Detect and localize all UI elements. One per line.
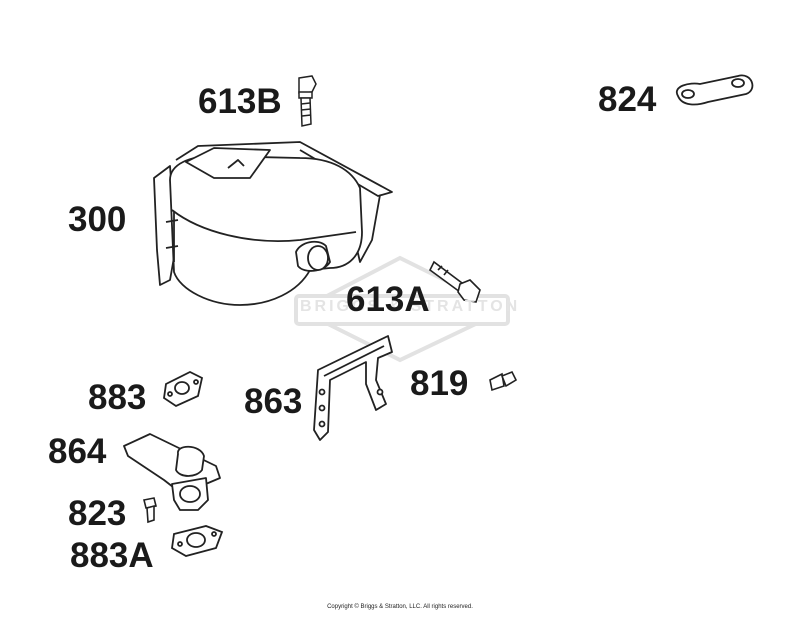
label-613b: 613B (198, 82, 282, 121)
label-823: 823 (68, 494, 127, 533)
label-883a: 883A (70, 536, 154, 575)
bolt-613b (298, 75, 317, 127)
watermark-text: BRIGGS & STRATTON (300, 298, 521, 315)
screw-823 (143, 497, 157, 524)
label-300: 300 (68, 200, 127, 239)
label-883: 883 (88, 378, 147, 417)
gasket-883a (171, 525, 224, 557)
brand-watermark-logo (294, 255, 510, 363)
screw-819 (489, 370, 518, 392)
bracket-863 (313, 335, 393, 441)
deflector-864 (123, 433, 221, 511)
copyright-notice: Copyright © Briggs & Stratton, LLC. All … (327, 604, 473, 610)
label-819: 819 (410, 364, 469, 403)
muffler-300 (153, 141, 393, 306)
label-613a: 613A (346, 280, 430, 319)
gasket-824 (675, 74, 754, 106)
bolt-613a (428, 260, 481, 303)
label-824: 824 (598, 80, 657, 119)
label-864: 864 (48, 432, 107, 471)
label-863: 863 (244, 382, 303, 421)
gasket-883 (163, 370, 204, 408)
